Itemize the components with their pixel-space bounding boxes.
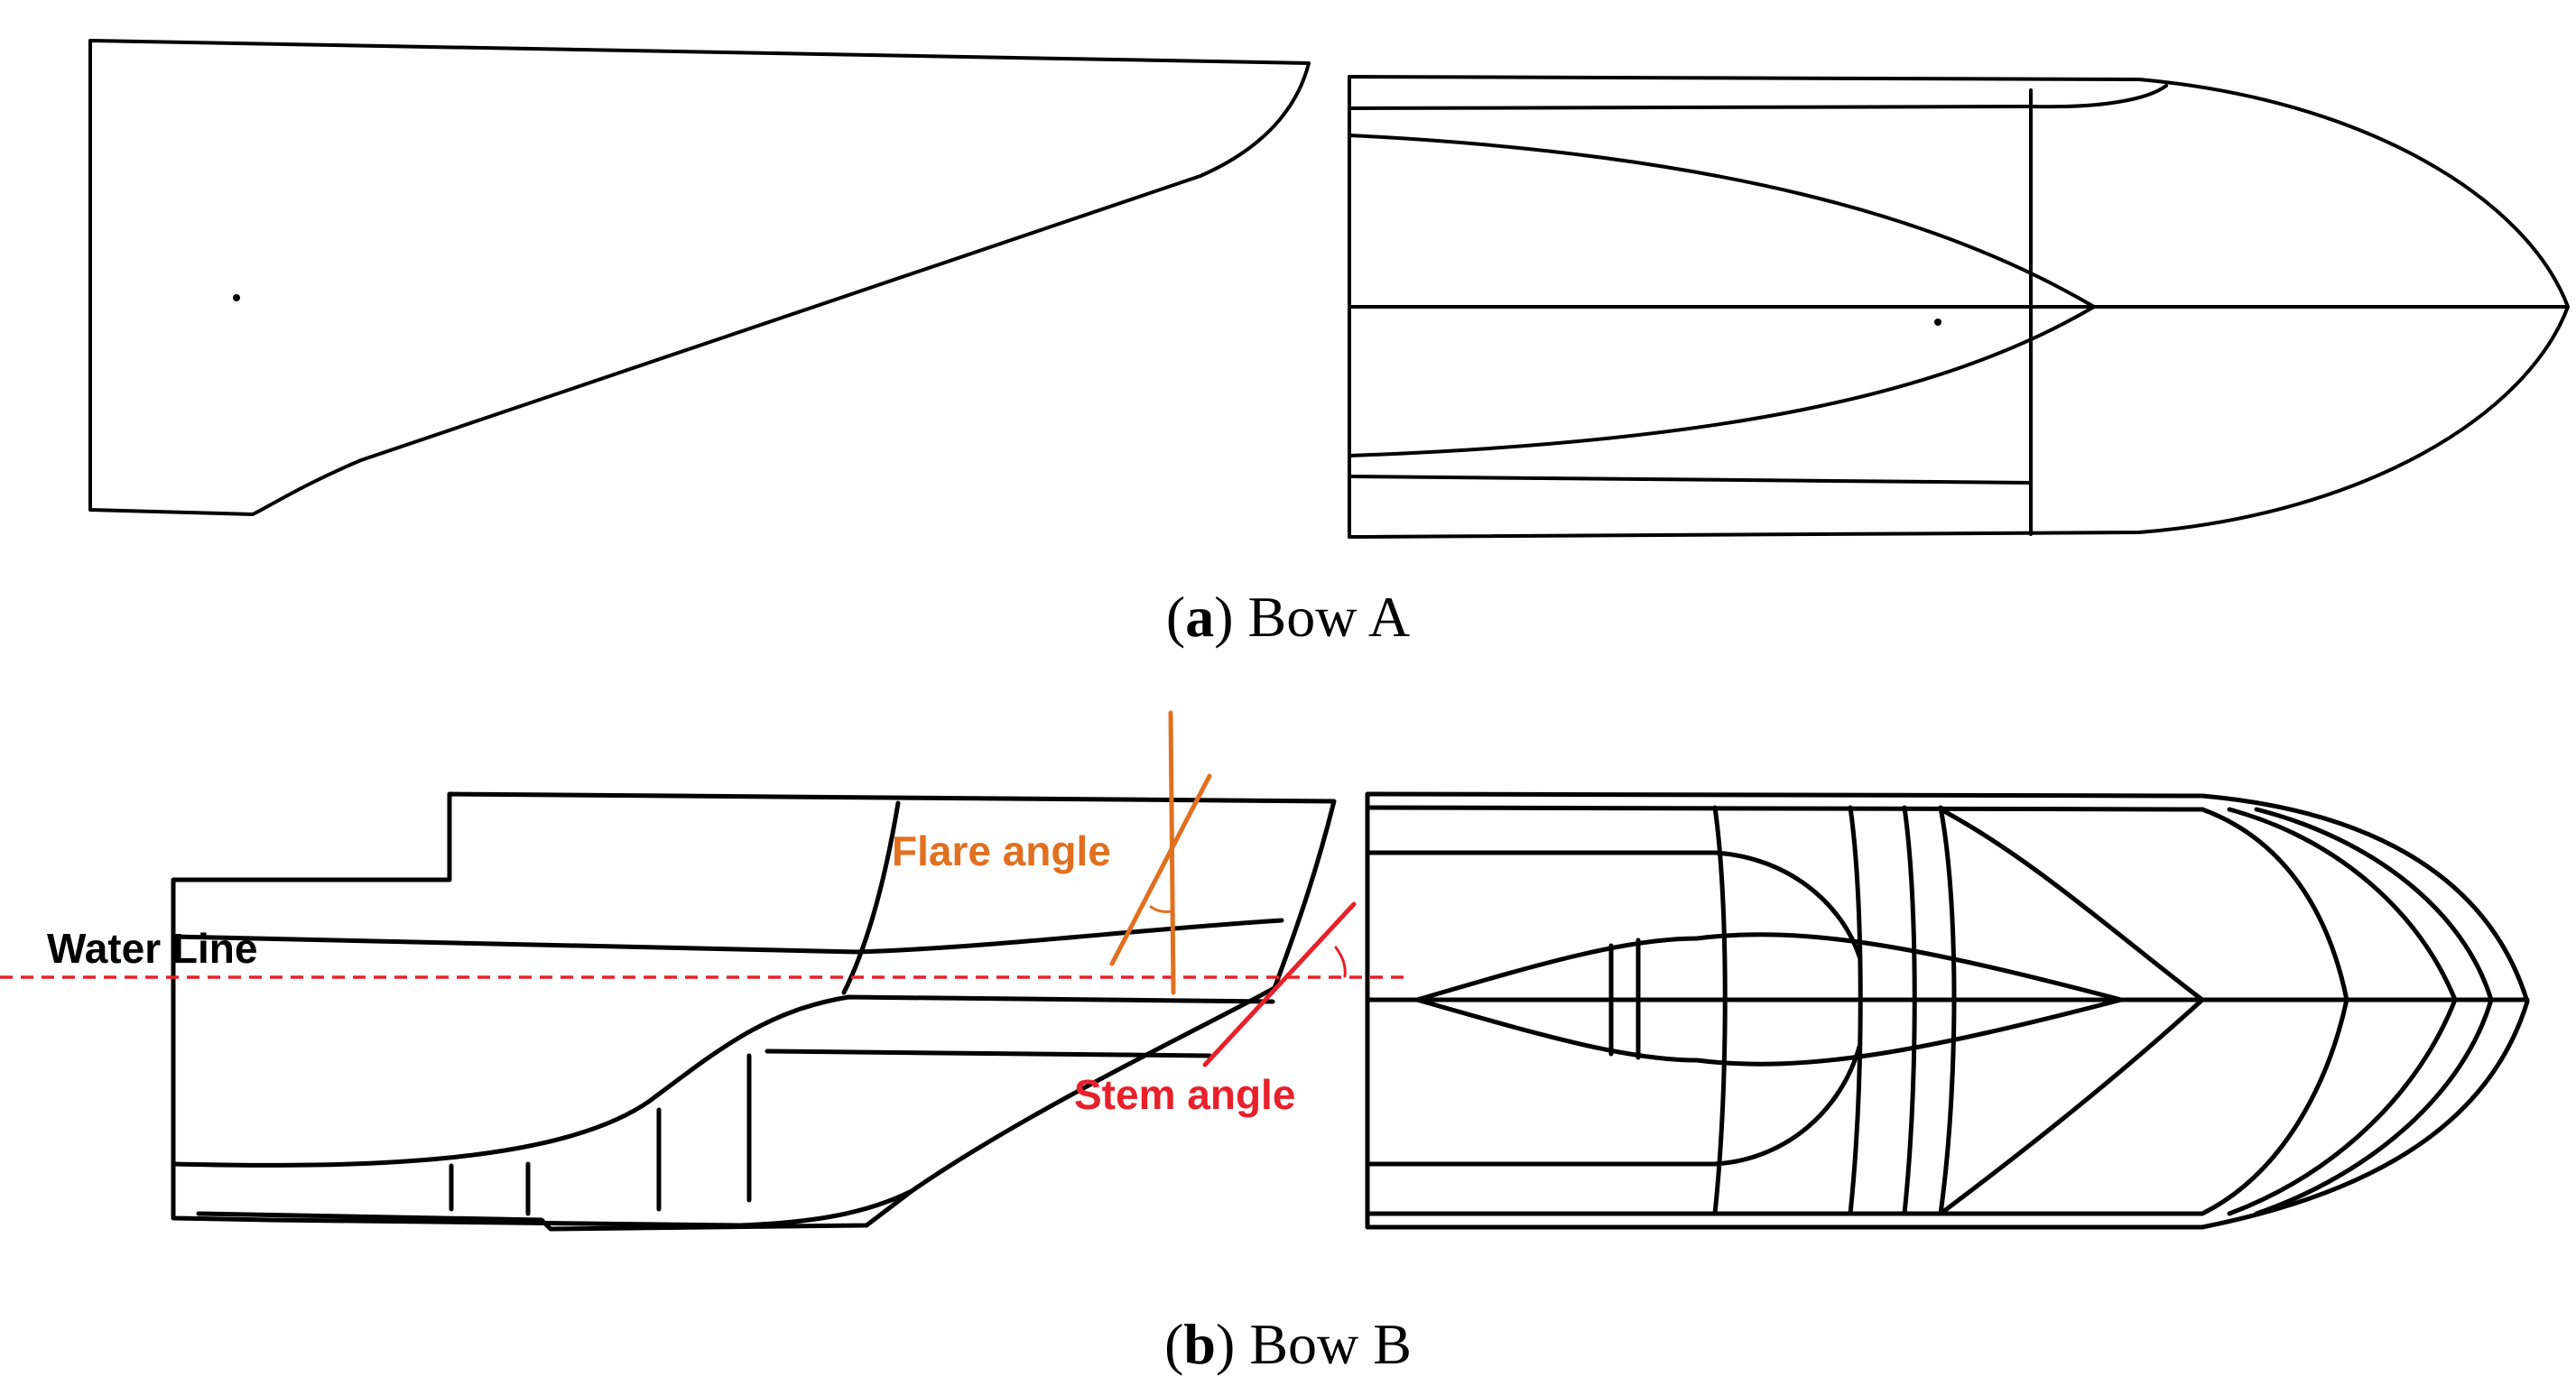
bow-b-plan-lens-lower <box>1414 997 2124 1067</box>
bow-b-plan-curve-1 <box>2200 807 2349 1216</box>
bow-b-plan-lens-upper <box>1414 932 2124 1002</box>
caption-b-letter: b <box>1183 1312 1216 1376</box>
water-line-label: Water Line <box>47 925 258 972</box>
bow-b-plan-curve-2 <box>2227 807 2458 1216</box>
bow-b-plan-round-lower <box>1712 1044 1862 1167</box>
flare-slant-line <box>1109 773 1212 966</box>
stem-angle-arc <box>1334 946 1347 978</box>
caption-bow-b: (b) Bow B <box>1164 1312 1412 1376</box>
bow-a-waterline-lower <box>1348 305 2096 457</box>
bow-b-plan-station-6 <box>1938 805 1957 1216</box>
caption-bow-a: (a) Bow A <box>1165 585 1411 649</box>
bow-b-stem-profile <box>841 800 901 995</box>
caption-a-text: Bow A <box>1247 585 1411 649</box>
bow-a-deck-curve <box>2029 84 2168 109</box>
bow-b-profile-outline <box>171 791 1337 1228</box>
bow-a-profile-outline <box>88 39 1311 516</box>
bow-b-chine-line-2 <box>764 1049 1212 1058</box>
flare-angle-arc <box>1149 905 1172 913</box>
bow-b-keel <box>196 1188 914 1232</box>
bow-b-plan-round-upper <box>1712 850 1862 959</box>
bow-a-plan-line-upper <box>1348 105 2033 110</box>
bow-a-waterline-upper <box>1348 134 2096 309</box>
bow-b-plan-station-3 <box>1712 805 1728 1216</box>
bow-b-deck-line <box>171 918 1284 955</box>
bow-a-plan-line-lower <box>1348 475 2033 485</box>
flare-angle-label: Flare angle <box>892 827 1111 874</box>
bow-b-plan-curve-4 <box>1938 807 2205 1216</box>
stem-angle-label: Stem angle <box>1074 1071 1296 1118</box>
stem-slant-line <box>1202 901 1357 1067</box>
caption-b-text: Bow B <box>1249 1312 1412 1376</box>
bow-b-plan-station-5 <box>1902 805 1917 1216</box>
bow-b-plan-station-4 <box>1848 805 1863 1216</box>
bow-b-plan-curve-3 <box>2254 807 2494 1216</box>
bow-b-chine-line <box>171 994 1275 1168</box>
bow-a-dot-2 <box>1934 319 1941 326</box>
caption-a-letter: a <box>1185 585 1215 649</box>
bow-a-dot-1 <box>233 294 240 301</box>
bow-b-plan-top-inner <box>1365 805 2205 812</box>
